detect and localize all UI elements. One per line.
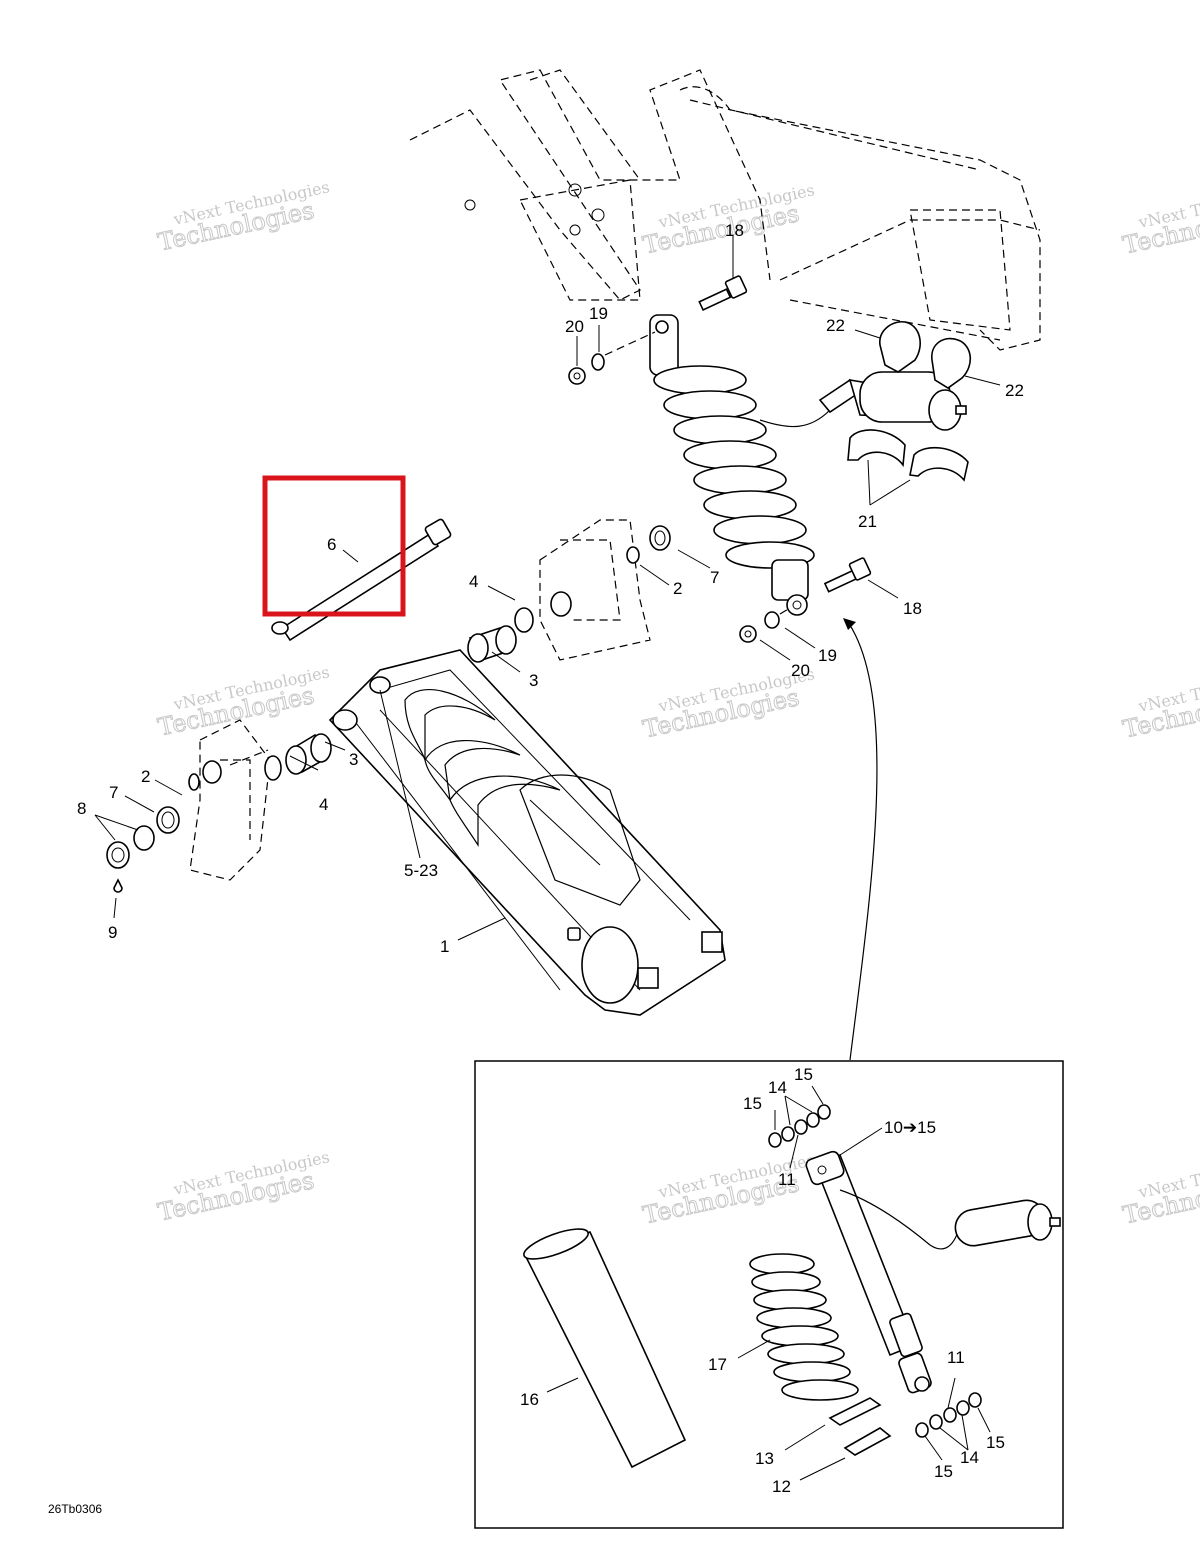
watermark: vNext Technologies Technologies	[640, 1150, 816, 1230]
callout-15: 15	[934, 1462, 953, 1481]
callout-10-15: 10➔15	[884, 1118, 936, 1137]
callout-7: 7	[710, 568, 719, 587]
callout-20: 20	[565, 317, 584, 336]
callout-22: 22	[1005, 381, 1024, 400]
half-shell-part-21	[847, 429, 969, 482]
detail-spring-part-17	[749, 1253, 859, 1401]
bushing-seal-lower	[106, 733, 332, 893]
callout-19: 19	[818, 646, 837, 665]
bushing-seal-upper	[467, 525, 671, 663]
callout-20: 20	[791, 661, 810, 680]
washer-nut-hardware	[568, 331, 791, 643]
callout-15: 15	[794, 1065, 813, 1084]
swing-arm-part-1	[328, 649, 726, 1016]
bolt-part-18-bottom	[823, 557, 872, 593]
reservoir	[848, 371, 967, 431]
callout-18: 18	[903, 599, 922, 618]
callout-1: 1	[440, 937, 449, 956]
callout-12: 12	[772, 1477, 791, 1496]
detail-arrowhead	[843, 618, 856, 630]
callout-21: 21	[858, 512, 877, 531]
axle-part-6	[271, 518, 452, 642]
callout-11: 11	[947, 1348, 965, 1367]
watermark: vNext Technologies Technologies	[640, 180, 816, 260]
detail-bushings-bottom	[915, 1392, 982, 1438]
callout-15: 15	[986, 1433, 1005, 1452]
detail-box	[474, 1060, 1064, 1529]
watermark: vNext Technologies Technologies	[155, 1147, 331, 1227]
callout-22: 22	[826, 316, 845, 335]
highlight-box-part-6	[262, 475, 406, 617]
detail-sleeve-part-16	[523, 1228, 687, 1469]
callout-18: 18	[725, 221, 744, 240]
callout-14: 14	[960, 1448, 979, 1467]
callout-16: 16	[520, 1390, 539, 1409]
bolt-part-18-top	[698, 275, 748, 312]
shock-absorber	[649, 314, 862, 616]
callout-8: 8	[77, 799, 86, 818]
watermark: vNext Technologies Technologies	[1120, 1150, 1200, 1230]
detail-bushings-top	[768, 1104, 831, 1148]
leader-lines	[94, 235, 1001, 1481]
watermark: vNext Technologies Technologies	[155, 177, 331, 257]
callout-19: 19	[589, 304, 608, 323]
callout-13: 13	[755, 1449, 774, 1468]
detail-leader-curve	[847, 621, 878, 1061]
detail-shock-body	[805, 1150, 1061, 1394]
watermark: vNext Technologies Technologies	[155, 662, 331, 742]
callout-17: 17	[708, 1355, 727, 1374]
chassis-frame-outline	[189, 69, 1041, 881]
callout-6: 6	[327, 535, 336, 554]
callout-labels: 1 2 2 3 3 4 4 5-23 6 7 7 8 9 10➔15 11 11…	[77, 221, 1024, 1496]
callout-7: 7	[109, 783, 118, 802]
callout-2: 2	[141, 767, 150, 786]
diagram-code: 26Tb0306	[48, 1502, 102, 1516]
clamp-part-22	[879, 320, 971, 389]
shock-spring	[653, 365, 815, 569]
callout-4: 4	[319, 795, 328, 814]
callout-3: 3	[529, 671, 538, 690]
detail-collar-parts-12-13	[828, 1397, 892, 1456]
callout-5-23: 5-23	[404, 861, 438, 880]
watermark: vNext Technologies Technologies	[1120, 664, 1200, 744]
callout-15: 15	[743, 1094, 762, 1113]
callout-3: 3	[349, 750, 358, 769]
callout-9: 9	[108, 923, 117, 942]
callout-2: 2	[673, 579, 682, 598]
watermark: vNext Technologies Technologies	[1120, 180, 1200, 260]
callout-11: 11	[778, 1170, 796, 1189]
callout-14: 14	[768, 1078, 787, 1097]
callout-4: 4	[469, 572, 478, 591]
